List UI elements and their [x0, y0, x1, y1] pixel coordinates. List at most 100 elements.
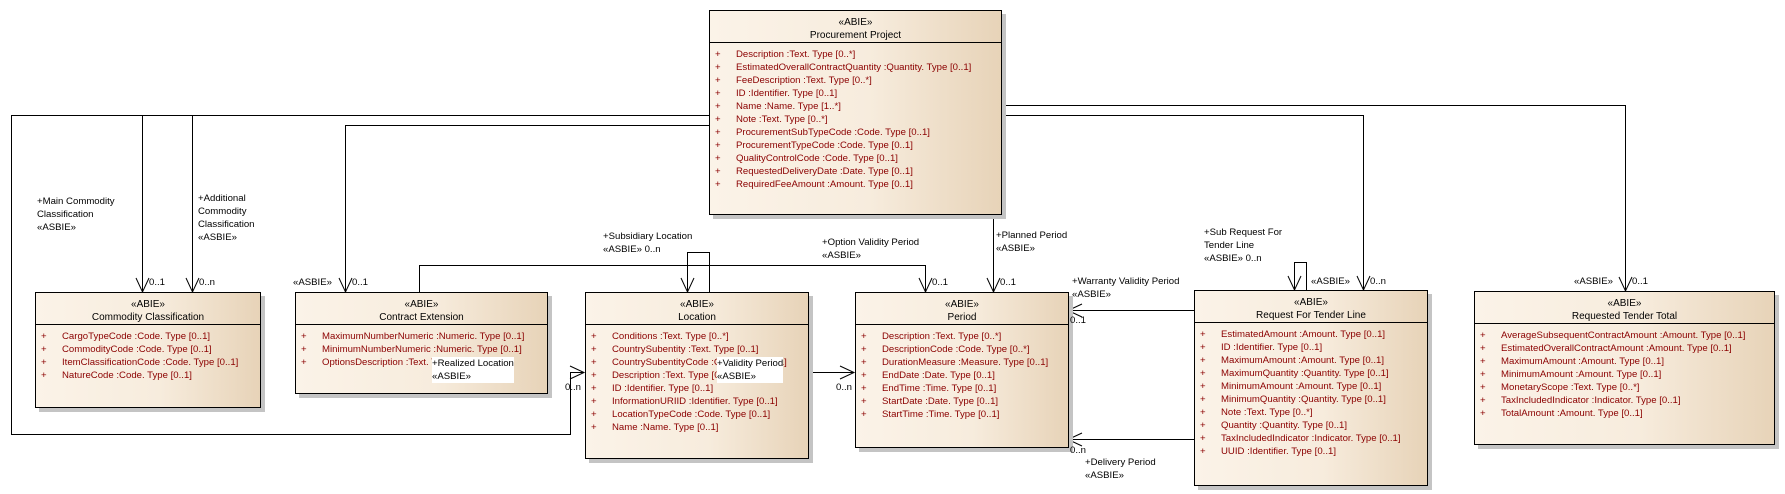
class-attribute[interactable]: +DescriptionCode :Code. Type [0..*]: [861, 343, 1068, 356]
role-subsidiary-location: +Subsidiary Location «ASBIE» 0..n: [603, 230, 692, 256]
class-attribute[interactable]: +Quantity :Quantity. Type [0..1]: [1200, 419, 1427, 432]
class-attribute[interactable]: +Note :Text. Type [0..*]: [715, 113, 1001, 126]
class-attribute[interactable]: +Description :Text. Type [0..*]: [861, 330, 1068, 343]
class-attribute[interactable]: +InformationURIID :Identifier. Type [0..…: [591, 395, 808, 408]
class-attribute[interactable]: +ItemClassificationCode :Code. Type [0..…: [41, 356, 260, 369]
class-attribute[interactable]: +DurationMeasure :Measure. Type [0..1]: [861, 356, 1068, 369]
multiplicity-delivery-period: 0..n: [1070, 445, 1087, 456]
visibility-public-icon: +: [591, 383, 597, 394]
visibility-public-icon: +: [1200, 368, 1206, 379]
class-attribute[interactable]: +CountrySubentityCode :Code. Type [0..1]: [591, 356, 808, 369]
class-attribute[interactable]: +EstimatedAmount :Amount. Type [0..1]: [1200, 328, 1427, 341]
class-attribute[interactable]: +EstimatedOverallContractQuantity :Quant…: [715, 61, 1001, 74]
class-attribute[interactable]: +FeeDescription :Text. Type [0..*]: [715, 74, 1001, 87]
class-period[interactable]: «ABIE» Period +Description :Text. Type […: [855, 292, 1069, 448]
class-attribute[interactable]: +Description :Text. Type [0..*]: [715, 48, 1001, 61]
attribute-text: MaximumAmount :Amount. Type [0..1]: [1221, 355, 1384, 366]
class-attribute[interactable]: +LocationTypeCode :Code. Type [0..1]: [591, 408, 808, 421]
class-attribute[interactable]: +StartTime :Time. Type [0..1]: [861, 408, 1068, 421]
class-attribute[interactable]: +CountrySubentity :Text. Type [0..1]: [591, 343, 808, 356]
class-name: Commodity Classification: [91, 312, 205, 323]
attribute-list: +Description :Text. Type [0..*]+Descript…: [856, 325, 1068, 421]
role-text: +Realized Location: [432, 358, 514, 369]
class-attribute[interactable]: +MinimumAmount :Amount. Type [0..1]: [1200, 380, 1427, 393]
attribute-list: +EstimatedAmount :Amount. Type [0..1]+ID…: [1195, 323, 1427, 458]
class-attribute[interactable]: +MinimumQuantity :Quantity. Type [0..1]: [1200, 393, 1427, 406]
multiplicity-planned-period: 0..1: [1000, 277, 1017, 288]
arrowhead-realized-location: [569, 365, 586, 380]
class-name: Period: [947, 312, 977, 323]
class-attribute[interactable]: +MinimumAmount :Amount. Type [0..1]: [1480, 368, 1774, 381]
role-text: +Warranty Validity Period: [1072, 276, 1180, 287]
multiplicity-option-validity-period: 0..1: [932, 277, 949, 288]
attribute-text: Description :Text. Type [0..*]: [882, 331, 1002, 342]
class-attribute[interactable]: +ProcurementTypeCode :Code. Type [0..1]: [715, 139, 1001, 152]
visibility-public-icon: +: [1200, 342, 1206, 353]
visibility-public-icon: +: [861, 357, 867, 368]
class-name: Location: [678, 312, 716, 323]
class-attribute[interactable]: +MaximumNumberNumeric :Numeric. Type [0.…: [301, 330, 547, 343]
class-attribute[interactable]: + MaximumQuantity :Quantity. Type [0..1]: [1200, 367, 1427, 380]
class-attribute[interactable]: +Note :Text. Type [0..*]: [1200, 406, 1427, 419]
class-attribute[interactable]: +EstimatedOverallContractAmount :Amount.…: [1480, 342, 1774, 355]
attribute-text: MaximumQuantity :Quantity. Type [0..1]: [1221, 368, 1389, 379]
visibility-public-icon: +: [591, 331, 597, 342]
visibility-public-icon: +: [1200, 420, 1206, 431]
class-attribute[interactable]: +Name :Name. Type [0..1]: [591, 421, 808, 434]
attribute-text: MinimumAmount :Amount. Type [0..1]: [1221, 381, 1382, 392]
visibility-public-icon: +: [1480, 395, 1486, 406]
class-attribute[interactable]: +OptionsDescription :Text. Type [0..*]: [301, 356, 547, 369]
role-text: +Planned Period: [996, 230, 1068, 241]
class-procurement-project[interactable]: «ABIE» Procurement Project +Description …: [709, 10, 1002, 215]
class-requested-tender-total[interactable]: «ABIE» Requested Tender Total +AverageSu…: [1474, 291, 1775, 445]
class-attribute[interactable]: +Conditions :Text. Type [0..*]: [591, 330, 808, 343]
class-attribute[interactable]: +TaxIncludedIndicator :Indicator. Type […: [1200, 432, 1427, 445]
multiplicity-main-commodity: 0..1: [149, 277, 166, 288]
class-attribute[interactable]: +StartDate :Date. Type [0..1]: [861, 395, 1068, 408]
class-attribute[interactable]: +MaximumAmount :Amount. Type [0..1]: [1200, 354, 1427, 367]
class-header: «ABIE» Commodity Classification: [36, 293, 260, 325]
class-attribute[interactable]: +Name :Name. Type [1..*]: [715, 100, 1001, 113]
role-text: +Delivery Period: [1085, 457, 1156, 468]
stereotype-request-for-tender-line: «ASBIE»: [1311, 276, 1350, 287]
class-attribute[interactable]: +EndTime :Time. Type [0..1]: [861, 382, 1068, 395]
class-attribute[interactable]: +UUID :Identifier. Type [0..1]: [1200, 445, 1427, 458]
role-realized-location: +Realized Location «ASBIE»: [432, 357, 514, 383]
class-attribute[interactable]: +QualityControlCode :Code. Type [0..1]: [715, 152, 1001, 165]
attribute-text: MinimumNumberNumeric :Numeric. Type [0..…: [322, 344, 522, 355]
class-stereotype: «ABIE»: [1607, 298, 1642, 309]
attribute-text: TotalAmount :Amount. Type [0..1]: [1501, 408, 1643, 419]
class-attribute[interactable]: +NatureCode :Code. Type [0..1]: [41, 369, 260, 382]
class-commodity-classification[interactable]: «ABIE» Commodity Classification +CargoTy…: [35, 292, 261, 408]
stereotype-text: «ASBIE»: [198, 232, 237, 243]
stereotype-contract-extension: «ASBIE»: [293, 277, 332, 288]
role-text: Classification: [198, 219, 255, 230]
class-location[interactable]: «ABIE» Location +Conditions :Text. Type …: [585, 292, 809, 459]
class-attribute[interactable]: +RequestedDeliveryDate :Date. Type [0..1…: [715, 165, 1001, 178]
class-attribute[interactable]: +MaximumAmount :Amount. Type [0..1]: [1480, 355, 1774, 368]
attribute-text: OptionsDescription :Text. Type [0..*]: [322, 357, 475, 368]
role-warranty-validity-period: +Warranty Validity Period «ASBIE»: [1072, 275, 1179, 301]
class-attribute[interactable]: +ID :Identifier. Type [0..1]: [591, 382, 808, 395]
class-attribute[interactable]: +ID :Identifier. Type [0..1]: [1200, 341, 1427, 354]
class-attribute[interactable]: +TotalAmount :Amount. Type [0..1]: [1480, 407, 1774, 420]
class-request-for-tender-line[interactable]: «ABIE» Request For Tender Line +Estimate…: [1194, 290, 1428, 486]
visibility-public-icon: +: [1480, 330, 1486, 341]
class-attribute[interactable]: +RequiredFeeAmount :Amount. Type [0..1]: [715, 178, 1001, 191]
class-attribute[interactable]: +TaxIncludedIndicator :Indicator. Type […: [1480, 394, 1774, 407]
attribute-text: ProcurementSubTypeCode :Code. Type [0..1…: [736, 127, 930, 138]
visibility-public-icon: +: [715, 179, 721, 190]
role-sub-request-for-tender-line: +Sub Request For Tender Line «ASBIE» 0..…: [1204, 226, 1282, 265]
class-attribute[interactable]: +MinimumNumberNumeric :Numeric. Type [0.…: [301, 343, 547, 356]
multiplicity-validity-period: 0..n: [836, 382, 853, 393]
class-attribute[interactable]: +CargoTypeCode :Code. Type [0..1]: [41, 330, 260, 343]
class-attribute[interactable]: +CommodityCode :Code. Type [0..1]: [41, 343, 260, 356]
class-attribute[interactable]: +MonetaryScope :Text. Type [0..*]: [1480, 381, 1774, 394]
class-attribute[interactable]: +AverageSubsequentContractAmount :Amount…: [1480, 329, 1774, 342]
class-attribute[interactable]: +EndDate :Date. Type [0..1]: [861, 369, 1068, 382]
class-attribute[interactable]: +Description :Text. Type [0..*]: [591, 369, 808, 382]
class-attribute[interactable]: +ProcurementSubTypeCode :Code. Type [0..…: [715, 126, 1001, 139]
visibility-public-icon: +: [861, 396, 867, 407]
class-attribute[interactable]: +ID :Identifier. Type [0..1]: [715, 87, 1001, 100]
line-requested-tender-total: [1001, 105, 1626, 291]
